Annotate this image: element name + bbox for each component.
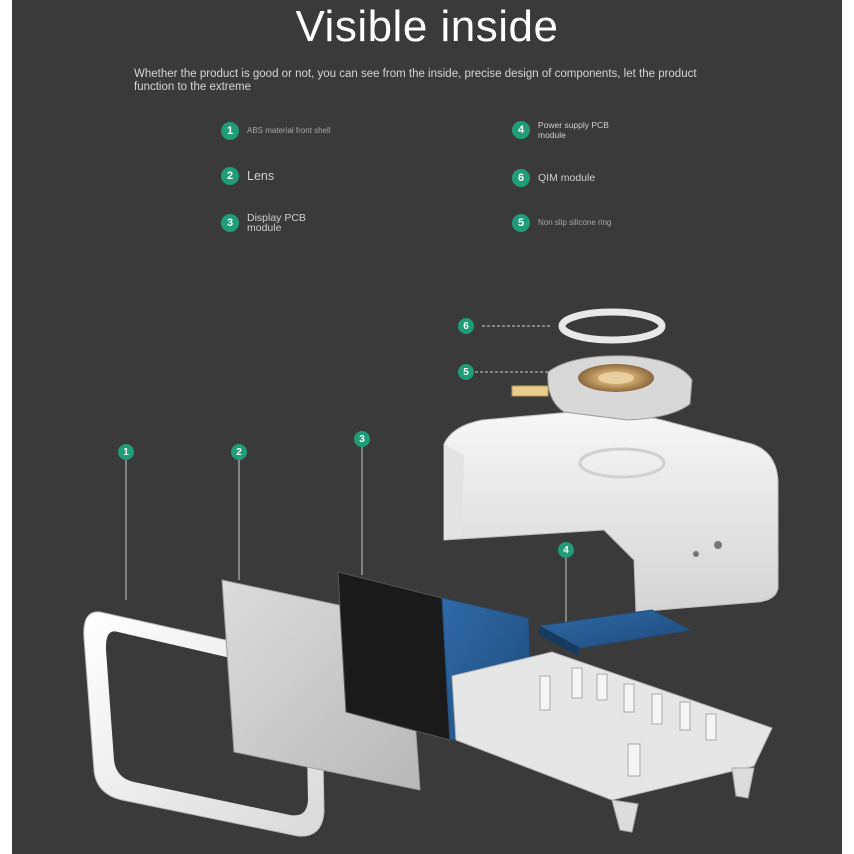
qi-coil-module: [511, 355, 693, 421]
legend-item-1: 1 ABS material front shell: [221, 122, 331, 140]
number-badge: 4: [512, 121, 530, 139]
legend-item-3: 3 Display PCB module: [221, 213, 342, 233]
number-badge: 5: [512, 214, 530, 232]
page-subtitle: Whether the product is good or not, you …: [134, 68, 697, 93]
legend-label: Power supply PCB module: [538, 120, 609, 140]
legend-label: Display PCB module: [247, 212, 306, 234]
power-supply-pcb: [538, 609, 692, 656]
legend-item-6: 6 QIM module: [512, 169, 595, 187]
top-cover: [443, 410, 779, 613]
product-page: Visible inside Whether the product is go…: [12, 0, 842, 854]
legend-item-2: 2 Lens: [221, 167, 274, 185]
base-tray: [451, 651, 773, 833]
number-badge: 2: [221, 167, 239, 185]
callout-badge-1: 1: [118, 444, 134, 460]
page-title: Visible inside: [295, 2, 559, 51]
callout-badge-5: 5: [458, 364, 474, 380]
number-badge: 1: [221, 122, 239, 140]
legend-label: ABS material front shell: [247, 126, 331, 135]
legend-item-4: 4 Power supply PCB module: [512, 120, 633, 140]
silicone-ring: [558, 308, 666, 344]
callout-badge-2: 2: [231, 444, 247, 460]
legend-label: QIM module: [538, 172, 596, 184]
legend-label: Lens: [247, 169, 275, 183]
number-badge: 3: [221, 214, 239, 232]
legend-item-5: 5 Non slip silicone ring: [512, 214, 611, 232]
callout-badge-6: 6: [458, 318, 474, 334]
callout-badge-4: 4: [558, 542, 574, 558]
number-badge: 6: [512, 169, 530, 187]
exploded-product-illustration: [83, 308, 779, 837]
leader-lines: [125, 325, 567, 630]
callout-badge-3: 3: [354, 431, 370, 447]
legend-label: Non slip silicone ring: [538, 218, 612, 227]
